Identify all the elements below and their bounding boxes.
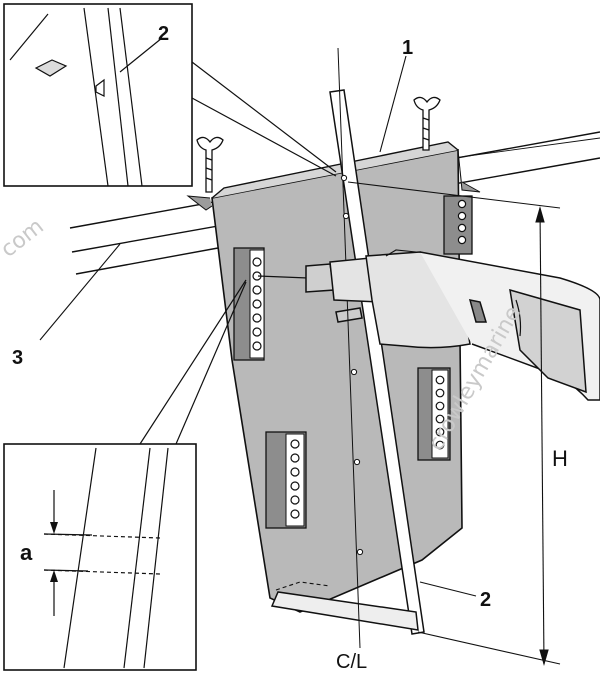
label-part-2-inset: 2	[158, 23, 169, 45]
centerline	[337, 47, 364, 649]
leader-lines	[39, 55, 477, 597]
hole-bracket-right-lower	[417, 367, 451, 461]
hole-bracket-right-upper	[443, 195, 473, 255]
label-centerline: C/L	[336, 651, 367, 673]
label-part-1: 1	[402, 37, 413, 59]
hole-bracket-left-upper	[233, 247, 265, 361]
height-dimension	[347, 181, 561, 667]
hole-bracket-left-lower	[265, 431, 307, 529]
wing-screw-left	[196, 136, 224, 193]
label-dimension-a: a	[20, 540, 33, 565]
wing-screw-right	[413, 96, 441, 151]
label-part-3: 3	[12, 347, 23, 369]
electric-drill	[257, 249, 600, 401]
inset-connector-lines	[139, 61, 337, 445]
label-part-2-main: 2	[480, 589, 491, 611]
label-dimension-h: H	[552, 446, 568, 471]
inset-bottom-detail	[3, 443, 197, 671]
watermark-left: com	[0, 214, 49, 263]
inset-top-detail	[3, 3, 193, 187]
